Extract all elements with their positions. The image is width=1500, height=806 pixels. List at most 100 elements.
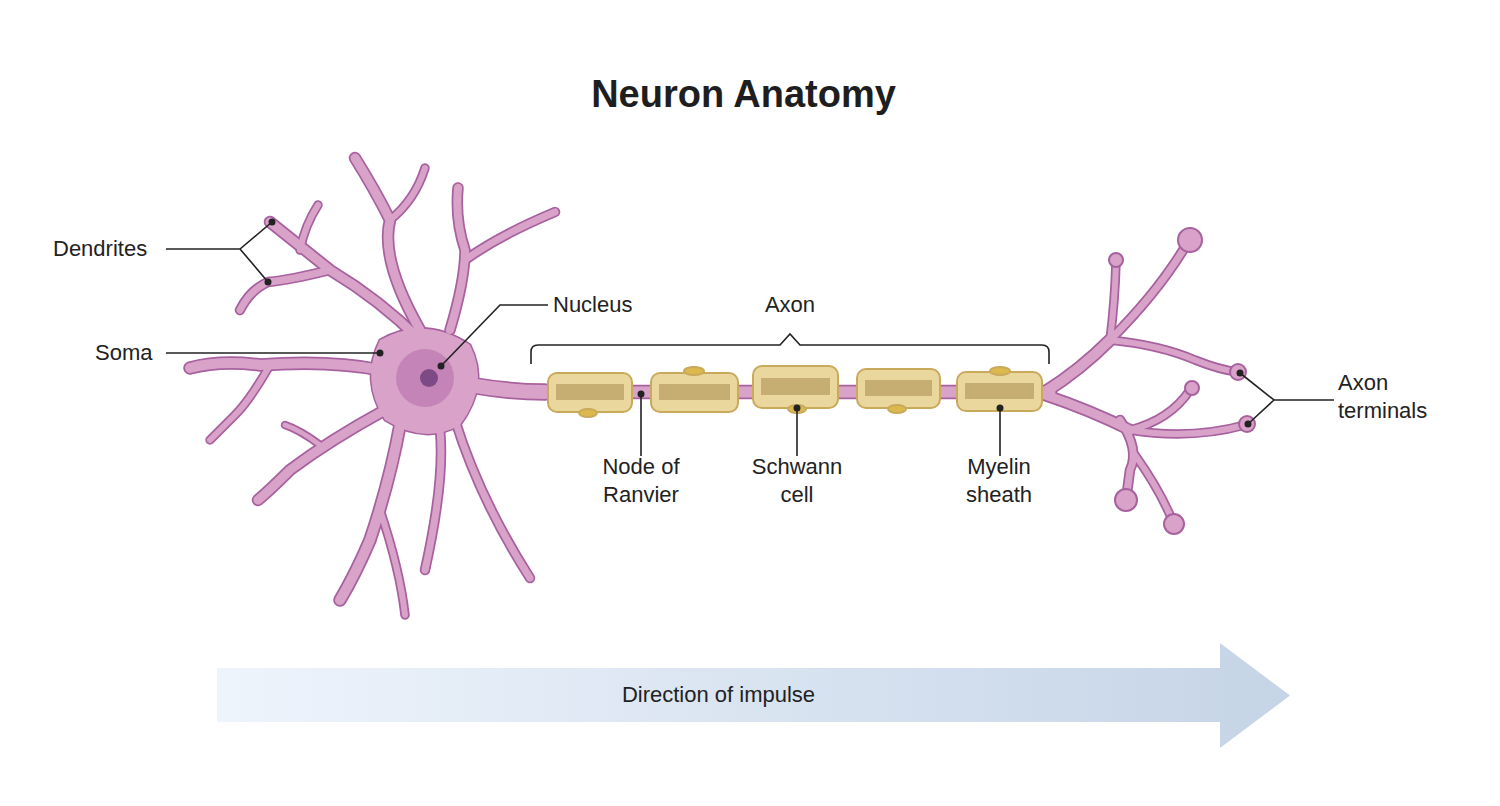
- leader-dot: [638, 391, 645, 398]
- leader-line: [999, 408, 1001, 456]
- terminal-bulb: [1185, 381, 1199, 395]
- neurites: [380, 510, 405, 615]
- neurites: [455, 420, 530, 578]
- leader-dot: [269, 219, 276, 226]
- nucleus-shape: [396, 349, 454, 407]
- myelin-segment: [965, 383, 1034, 399]
- neurites: [390, 168, 425, 220]
- neurite-outline: [1135, 455, 1173, 522]
- neurites: [258, 410, 385, 500]
- terminal-bulb: [1109, 228, 1255, 534]
- neurites: [425, 430, 441, 570]
- neurite-outline: [240, 270, 330, 310]
- neurites: [210, 365, 270, 440]
- myelin-segment: [659, 384, 730, 400]
- neurite-outline: [300, 205, 318, 250]
- leader-dot: [265, 219, 1252, 428]
- part-label: Myelin sheath: [954, 453, 1044, 509]
- myelin-segment: [865, 380, 932, 396]
- neurites: [300, 205, 318, 250]
- leader-line: [1240, 373, 1334, 424]
- nucleus-shape: [396, 349, 454, 407]
- leader-dot: [1245, 421, 1252, 428]
- myelin-segment: [957, 372, 1042, 411]
- neurites: [285, 425, 320, 445]
- myelin-segment: [761, 378, 830, 395]
- leader-line: [166, 222, 272, 282]
- neurite-outline: [455, 420, 530, 578]
- neurites: [340, 425, 400, 600]
- neurite-outline: [258, 410, 385, 500]
- myelin-segment: [548, 366, 1042, 417]
- neurites: [190, 158, 1245, 615]
- part-label: Node of Ranvier: [586, 453, 696, 509]
- neurites: [1110, 340, 1238, 372]
- neurite-outline: [390, 168, 425, 220]
- neurite-outline: [340, 425, 400, 600]
- neurites: [1135, 455, 1173, 522]
- neurites: [1120, 420, 1133, 500]
- neurites: [465, 212, 555, 260]
- neurite-outline: [465, 212, 555, 260]
- neurites: [1130, 425, 1245, 434]
- neurites: [190, 363, 380, 370]
- part-label: Axon: [740, 291, 840, 319]
- myelin-segment: [579, 409, 597, 417]
- leader-dot: [438, 363, 445, 370]
- leader-line: [441, 305, 548, 366]
- myelin-segment: [857, 369, 940, 408]
- neurite-outline: [1045, 395, 1130, 430]
- neurites: [1110, 262, 1116, 340]
- part-label: Nucleus: [553, 291, 663, 319]
- myelin-segment: [684, 367, 704, 375]
- myelin-segment: [888, 405, 906, 413]
- neurite-outline: [285, 425, 320, 445]
- diagram-title: Neuron Anatomy: [0, 70, 1487, 118]
- neurites: [1045, 395, 1130, 430]
- neurite-outline: [1110, 340, 1238, 372]
- axon-bracket: [531, 334, 1049, 364]
- terminal-bulb: [1239, 416, 1255, 432]
- myelin-segment: [651, 373, 738, 412]
- terminal-bulb: [1164, 514, 1184, 534]
- neurites: [355, 158, 420, 330]
- neurite-outline: [190, 158, 1245, 615]
- part-label: Axon terminals: [1338, 369, 1448, 425]
- leader-dot: [265, 279, 272, 286]
- leader-dot: [377, 350, 384, 357]
- neurites: [1045, 340, 1110, 392]
- arrow-label: Direction of impulse: [217, 668, 1220, 722]
- impulse-arrow: Direction of impulse: [217, 643, 1290, 748]
- leader-line: [166, 352, 380, 354]
- neurite-outline: [1130, 390, 1190, 430]
- leader-line: [640, 394, 642, 456]
- leader-line: [166, 222, 1334, 456]
- neurite-outline: [210, 365, 270, 440]
- neurites: [240, 270, 330, 310]
- terminal-bulb: [1115, 489, 1137, 511]
- part-label: Dendrites: [53, 235, 173, 263]
- terminal-bulb: [1178, 228, 1202, 252]
- neurite-outline: [190, 363, 380, 370]
- leader-dot: [997, 405, 1004, 412]
- myelin-segment: [753, 366, 838, 408]
- neurites: [1110, 242, 1188, 340]
- myelin-segment: [990, 367, 1010, 375]
- neurites: [470, 385, 545, 392]
- part-label: Soma: [95, 339, 175, 367]
- cell-outline: [190, 158, 1245, 615]
- leader-dot: [1237, 370, 1244, 377]
- neurite-outline: [355, 158, 420, 330]
- neurite-outline: [425, 430, 441, 570]
- leader-dot: [794, 405, 801, 412]
- neurite-outline: [1045, 340, 1110, 392]
- terminal-bulb: [1109, 253, 1123, 267]
- neurite-outline: [470, 385, 545, 392]
- nucleus-shape: [420, 369, 438, 387]
- neurites: [1130, 390, 1190, 430]
- neurite-outline: [380, 510, 405, 615]
- arrow-band: [217, 643, 1290, 748]
- neurite-outline: [1110, 242, 1188, 340]
- myelin-segment: [548, 373, 632, 412]
